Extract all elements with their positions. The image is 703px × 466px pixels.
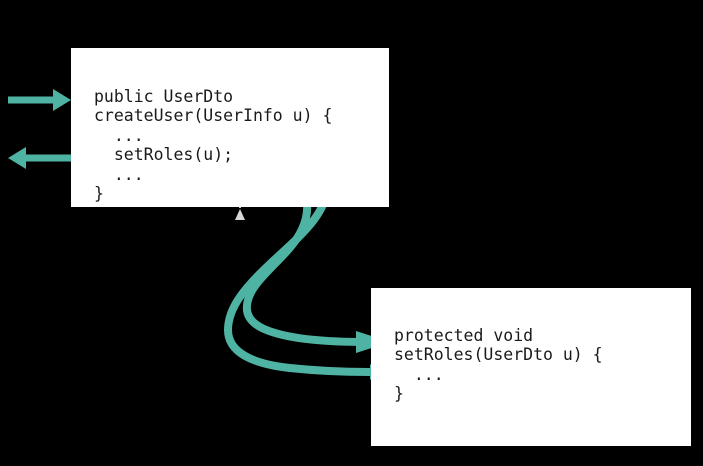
outgoing-return-arrow (8, 147, 71, 169)
setRoles-method-box: protected void setRoles(UserDto u) { ...… (371, 288, 691, 446)
incoming-call-arrow (8, 89, 71, 111)
createUser-code-text: public UserDto createUser(UserInfo u) { … (94, 86, 333, 204)
createUser-method-box: public UserDto createUser(UserInfo u) { … (71, 48, 389, 207)
setRoles-code-text: protected void setRoles(UserDto u) { ...… (394, 325, 603, 404)
